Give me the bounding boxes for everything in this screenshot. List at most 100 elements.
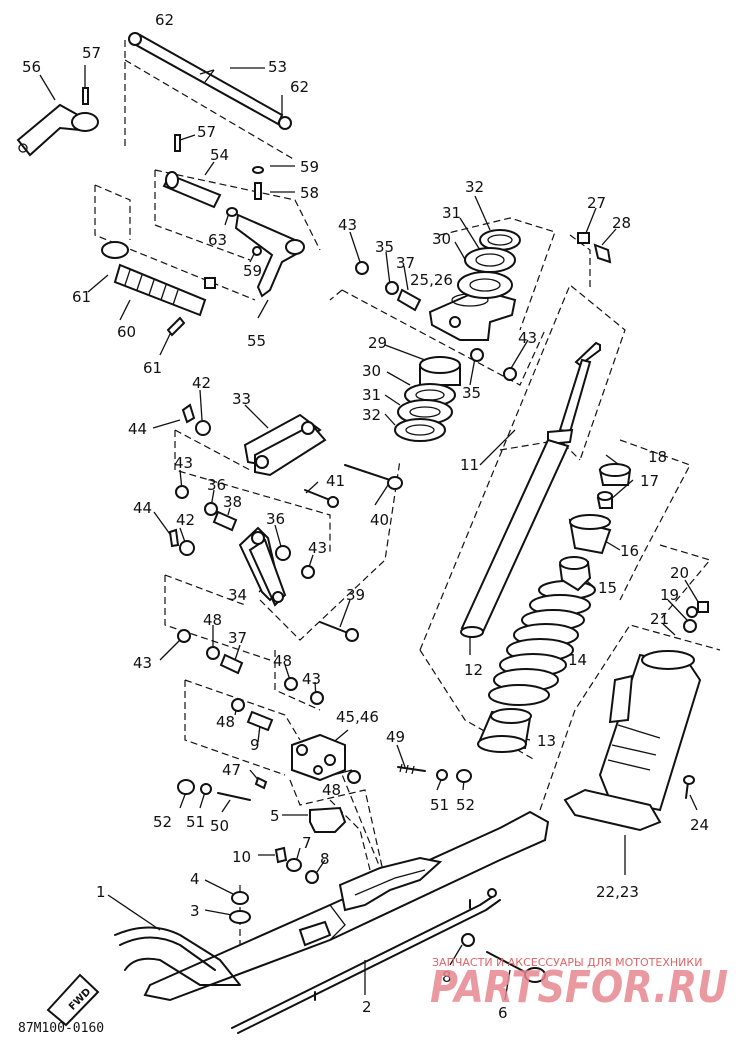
callout-52-right: 52 [456,796,475,814]
callout-8-lower: 8 [442,968,452,986]
callout-36-left: 36 [207,476,226,494]
callout-52-left: 52 [153,813,172,831]
callout-13: 13 [537,732,556,750]
callout-5: 5 [270,807,280,825]
callout-32-mid: 32 [362,406,381,424]
callout-39: 39 [346,586,365,604]
callout-18: 18 [648,448,667,466]
callout-37-top: 37 [396,254,415,272]
callout-33: 33 [232,390,251,408]
callout-17: 17 [640,472,659,490]
callout-8-upper: 8 [320,850,330,868]
nut-52-left [177,779,195,795]
bushing-36-right [275,545,291,561]
washer-8-lower [461,933,475,947]
callout-61-bottom: 61 [143,359,162,377]
pin-38 [212,510,238,532]
callout-62-top: 62 [155,11,174,29]
callout-53: 53 [268,58,287,76]
callout-43-top: 43 [338,216,357,234]
nut-62-top [128,32,142,46]
callout-62-right: 62 [290,78,309,96]
spring-seat-13 [477,708,532,753]
callout-4: 4 [190,870,200,888]
callout-16: 16 [620,542,639,560]
callout-40: 40 [370,511,389,529]
callout-42-bottom: 42 [176,511,195,529]
callout-42-top: 42 [192,374,211,392]
callout-50: 50 [210,817,229,835]
bushing-43-lower-right [310,691,324,705]
callout-14: 14 [568,651,587,669]
callout-44-bottom: 44 [133,499,152,517]
pin-37-lower [219,653,244,675]
seal-stack-upper [457,229,521,299]
callout-43-left: 43 [174,454,193,472]
callout-31-mid: 31 [362,386,381,404]
callout-43-right: 43 [518,329,537,347]
callout-19: 19 [660,586,679,604]
bushing-48-upper [206,646,220,660]
bushing-48-mid [284,677,298,691]
bushing-43-mid-right [301,565,315,579]
callout-48-mid: 48 [273,652,292,670]
washer-51-left [200,783,212,795]
screw-24 [683,775,695,799]
nut-20 [697,601,709,613]
bushing-16 [568,514,612,555]
callout-15: 15 [598,579,617,597]
callout-47: 47 [222,761,241,779]
callout-21: 21 [650,610,669,628]
callout-1: 1 [96,883,106,901]
washer-3 [229,910,251,924]
callout-60: 60 [117,323,136,341]
stopper-15 [558,556,592,592]
pin-44-lower [168,528,180,548]
callout-59-bottom: 59 [243,262,262,280]
callout-11: 11 [460,456,479,474]
pin-10 [274,846,288,864]
nut-4 [231,891,249,905]
grip-60 [101,241,216,337]
washer-19 [686,606,698,618]
boot-22-23 [563,601,709,832]
callout-32-top: 32 [465,178,484,196]
washer-8-upper [305,870,319,884]
callout-57-mid: 57 [197,123,216,141]
callout-35-mid: 35 [462,384,481,402]
callout-12: 12 [464,661,483,679]
callout-44-top: 44 [128,420,147,438]
watermark-brand: PARTSFOR.RU [430,962,728,1013]
callout-31-top: 31 [442,204,461,222]
bushing-48-lower [347,770,361,784]
bolt-50 [217,792,251,801]
watermark-caption: ЗАПЧАСТИ И АКСЕССУАРЫ ДЛЯ МОТОТЕХНИКИ [432,956,702,969]
callout-51-right: 51 [430,796,449,814]
callout-43-lower-left: 43 [133,654,152,672]
callout-38: 38 [223,493,242,511]
bolt-49 [397,763,426,775]
callout-57-top: 57 [82,44,101,62]
nut-21 [683,619,697,633]
arm-55 [234,213,305,298]
callout-41: 41 [326,472,345,490]
bolt-40 [344,464,403,490]
callout-2: 2 [362,998,372,1016]
bushing-35-lower [470,348,484,362]
callout-55: 55 [247,332,266,350]
bolt-6 [486,951,546,983]
bushing-42-lower [179,540,195,556]
front-arrow-icon: FWD [46,973,100,1027]
cap-18 [598,463,632,486]
callout-20: 20 [670,564,689,582]
block-5 [309,806,347,833]
bolt-39 [319,621,359,642]
arm-56 [16,87,99,157]
callout-48-lower: 48 [322,781,341,799]
callout-22-23: 22,23 [596,883,639,901]
group-outlines [94,40,721,945]
callout-45-46: 45,46 [336,708,379,726]
seal-stack-lower [394,356,461,442]
spindle-hardware [229,846,319,924]
pin-47 [254,776,268,790]
